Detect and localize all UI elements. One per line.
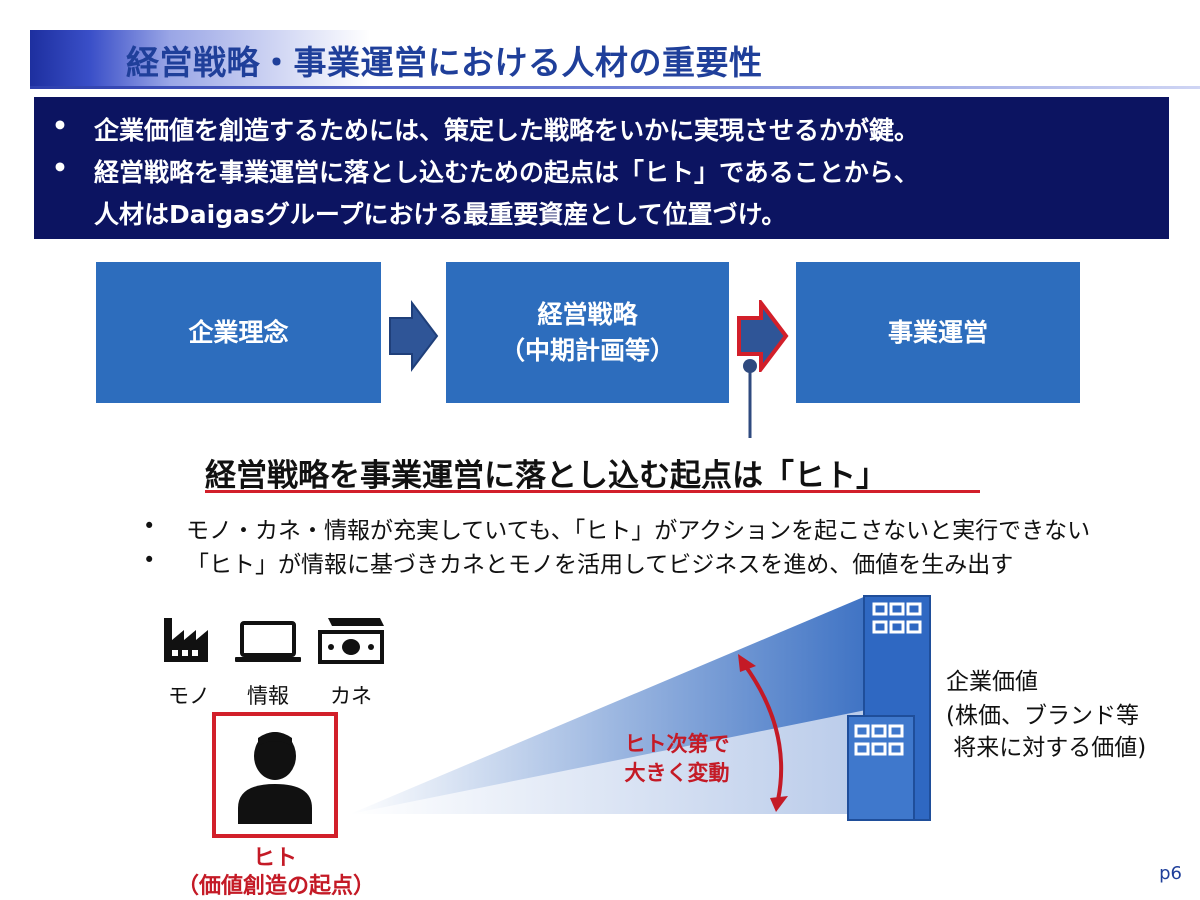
- connector-pin-icon: [743, 359, 757, 438]
- flow-box-strategy: 経営戦略 （中期計画等）: [446, 262, 729, 403]
- key-heading: 経営戦略を事業運営に落とし込む起点は「ヒト」: [205, 458, 887, 494]
- flow-box-operation: 事業運営: [796, 262, 1080, 403]
- corporate-value-title: 企業価値: [946, 669, 1038, 695]
- hito-sublabel: （価値創造の起点）: [176, 874, 375, 899]
- person-icon: [238, 732, 312, 824]
- corporate-value-detail-2: 将来に対する価値): [946, 735, 1147, 761]
- flow-box-strategy-sublabel: （中期計画等）: [499, 335, 675, 365]
- bullet-1: •: [52, 111, 68, 140]
- flow-arrow-1-icon: [389, 300, 439, 372]
- corporate-value-detail-1: (株価、ブランド等: [946, 703, 1139, 729]
- title-bar: [30, 30, 1030, 88]
- resource-label-mono: モノ: [168, 684, 210, 708]
- key-heading-underline: [205, 490, 980, 493]
- resource-label-kane: カネ: [330, 684, 372, 708]
- resource-label-joho: 情報: [247, 684, 289, 708]
- flow-arrow-2-icon: [737, 300, 789, 372]
- short-building-icon: [847, 715, 915, 821]
- hito-label: ヒト: [252, 846, 297, 871]
- flow-box-philosophy-label: 企業理念: [188, 317, 289, 347]
- page-number: p6: [1159, 863, 1182, 884]
- bullet-2: •: [52, 153, 68, 182]
- variation-line-2: 大きく変動: [624, 761, 730, 785]
- title-underline: [30, 86, 1200, 89]
- laptop-icon: [235, 621, 301, 662]
- summary-line-2: 経営戦略を事業運営に落とし込むための起点は「ヒト」であることから、: [94, 158, 919, 187]
- variation-double-arrow-icon: [738, 654, 788, 812]
- flow-box-operation-label: 事業運営: [887, 317, 988, 347]
- point-2: 「ヒト」が情報に基づきカネとモノを活用してビジネスを進め、価値を生み出す: [186, 552, 1014, 578]
- summary-box: • 企業価値を創造するためには、策定した戦略をいかに実現させるかが鍵。 • 経営…: [34, 97, 1169, 239]
- point-bullet-1: •: [143, 514, 156, 538]
- value-growth-graphic: [350, 596, 866, 814]
- money-icon: [318, 618, 384, 664]
- hito-frame: [212, 712, 338, 838]
- point-1: モノ・カネ・情報が充実していても、「ヒト」がアクションを起こさないと実行できない: [186, 518, 1091, 544]
- page-title: 経営戦略・事業運営における人材の重要性: [126, 43, 763, 82]
- summary-line-1: 企業価値を創造するためには、策定した戦略をいかに実現させるかが鍵。: [94, 116, 920, 145]
- flow-box-philosophy: 企業理念: [96, 262, 381, 403]
- summary-line-3: 人材はDaigasグループにおける最重要資産として位置づけ。: [94, 200, 787, 229]
- flow-box-strategy-label: 経営戦略: [537, 299, 638, 329]
- point-bullet-2: •: [143, 548, 156, 572]
- factory-icon: [164, 618, 208, 662]
- variation-line-1: ヒト次第で: [624, 732, 730, 756]
